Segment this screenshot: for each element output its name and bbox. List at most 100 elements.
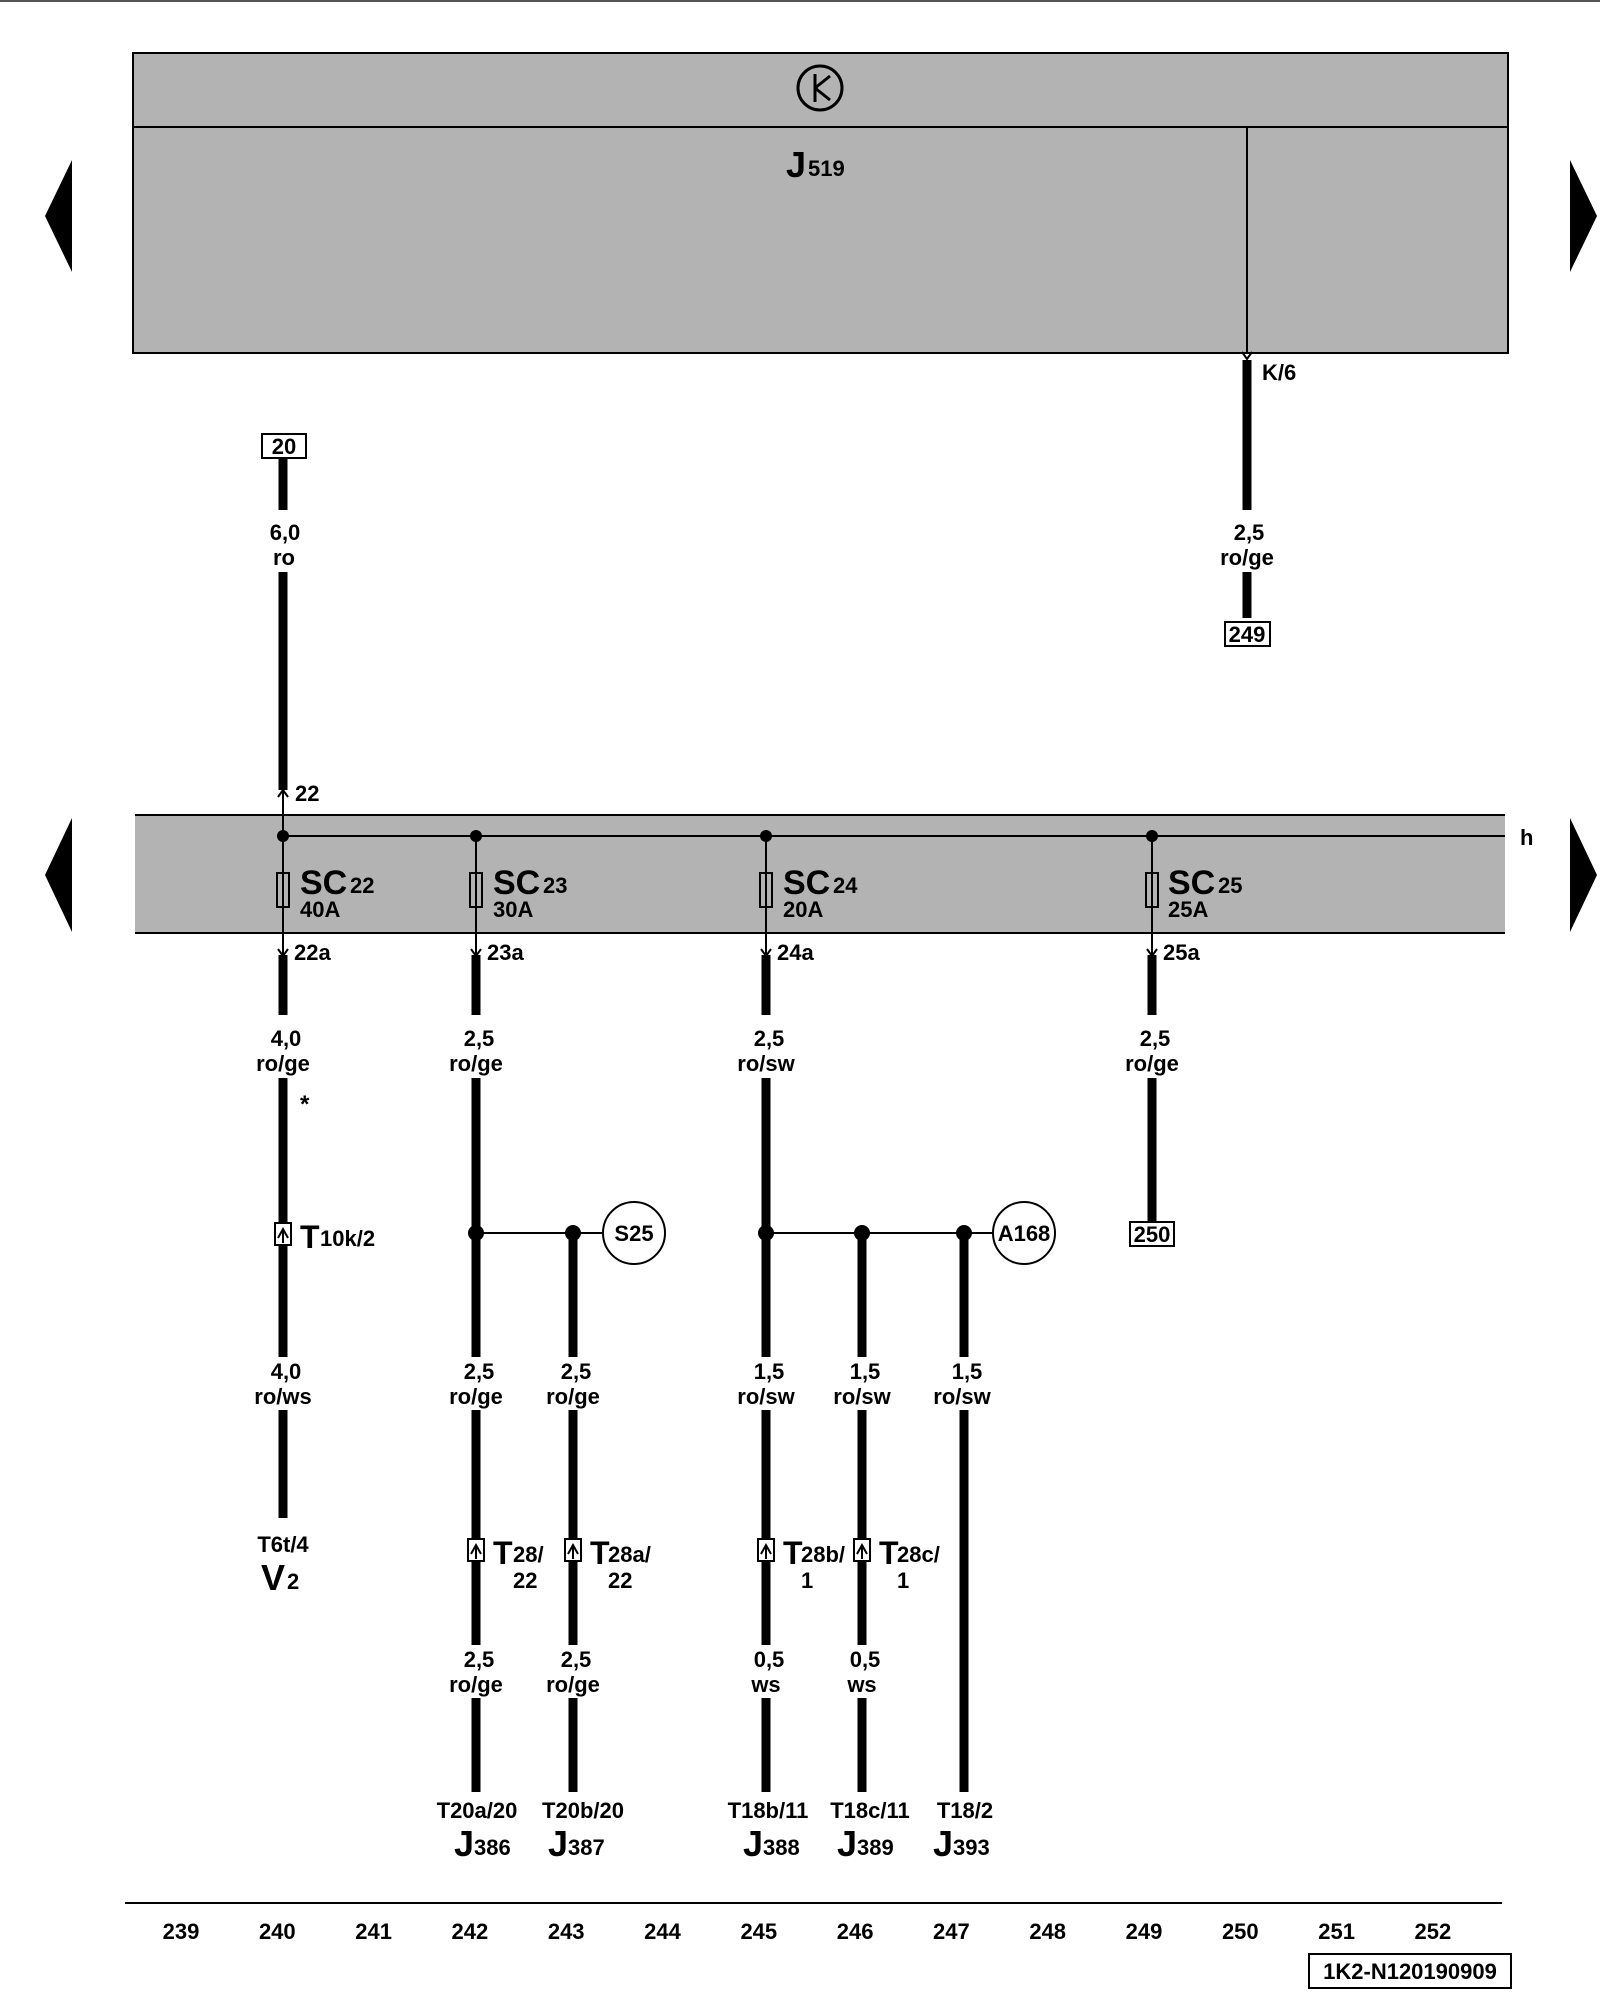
svg-text:ws: ws [750, 1672, 780, 1697]
component-v2[interactable]: T6t/4 V 2 [257, 1532, 309, 1598]
svg-text:A168: A168 [998, 1221, 1051, 1246]
svg-text:T: T [300, 1219, 320, 1255]
connector-t28b: T 28b/ 1 [783, 1535, 845, 1593]
ref-box-249[interactable]: 249 [1224, 621, 1271, 647]
svg-text:250: 250 [1134, 1222, 1171, 1247]
scale-number: 241 [355, 1919, 392, 1944]
svg-text:1K2-N120190909: 1K2-N120190909 [1323, 1959, 1497, 1984]
svg-text:249: 249 [1229, 622, 1266, 647]
wire-set [278, 360, 1252, 1792]
wire-labels: 6,0 ro 2,5 ro/ge 4,0 ro/ge 4,0 ro/ws 2,5… [254, 520, 1274, 1697]
fuse-rating: 25A [1168, 897, 1208, 922]
svg-text:ro/sw: ro/sw [933, 1384, 991, 1409]
page-next-arrow-top[interactable] [1570, 160, 1597, 272]
svg-text:1,5: 1,5 [952, 1359, 983, 1384]
page-prev-arrow-top[interactable] [45, 160, 72, 272]
scale-number: 247 [933, 1919, 970, 1944]
svg-text:10k/2: 10k/2 [320, 1226, 375, 1251]
svg-text:2,5: 2,5 [561, 1359, 592, 1384]
fuse-name: SC [493, 864, 540, 902]
svg-text:393: 393 [953, 1835, 990, 1860]
svg-text:388: 388 [763, 1835, 800, 1860]
pin-arrows [277, 351, 1253, 958]
svg-text:S25: S25 [614, 1221, 653, 1246]
splice-s25[interactable]: S25 [602, 1201, 666, 1265]
svg-text:1,5: 1,5 [754, 1359, 785, 1384]
fuse-name: SC [300, 864, 347, 902]
scale-number: 240 [259, 1919, 296, 1944]
svg-text:T20b/20: T20b/20 [542, 1798, 624, 1823]
scale-number: 248 [1029, 1919, 1066, 1944]
fuse-box-input-pin: 22 [295, 781, 319, 806]
svg-text:T18c/11: T18c/11 [830, 1798, 910, 1823]
component-j388[interactable]: T18b/11 J 388 [728, 1798, 809, 1864]
connector-t28c: T 28c/ 1 [879, 1535, 940, 1593]
svg-text:389: 389 [857, 1835, 894, 1860]
svg-text:ro/sw: ro/sw [737, 1384, 795, 1409]
component-j387[interactable]: T20b/20 J 387 [542, 1798, 624, 1864]
scale-number: 251 [1318, 1919, 1355, 1944]
fuse-sc25: SC 25 25A 25a [1163, 864, 1242, 965]
fuse-symbols [276, 872, 1159, 908]
fuse-number: 24 [833, 873, 858, 898]
splice-a168[interactable]: A168 [992, 1201, 1056, 1265]
rail-label: h [1520, 825, 1533, 850]
svg-text:28c/: 28c/ [897, 1542, 940, 1567]
document-code: 1K2-N120190909 [1308, 1953, 1512, 1989]
ref-box-20[interactable]: 20 [261, 433, 307, 459]
svg-text:28a/: 28a/ [608, 1542, 651, 1567]
scale-number: 250 [1222, 1919, 1259, 1944]
svg-text:ro/ge: ro/ge [449, 1672, 503, 1697]
svg-text:2: 2 [287, 1569, 299, 1594]
thin-wires [282, 790, 1153, 1234]
svg-text:J: J [743, 1823, 763, 1864]
component-j389[interactable]: T18c/11 J 389 [830, 1798, 910, 1864]
svg-text:T20a/20: T20a/20 [437, 1798, 518, 1823]
svg-text:386: 386 [474, 1835, 511, 1860]
scale-number: 239 [163, 1919, 200, 1944]
svg-text:2,5: 2,5 [561, 1647, 592, 1672]
scale-number: 242 [452, 1919, 489, 1944]
component-j393[interactable]: T18/2 J 393 [933, 1798, 993, 1864]
svg-text:1: 1 [801, 1568, 813, 1593]
svg-text:V: V [261, 1557, 285, 1598]
connector-t28: T 28/ 22 [493, 1535, 544, 1593]
svg-text:T: T [879, 1535, 899, 1571]
scale-number: 245 [740, 1919, 777, 1944]
svg-text:J: J [548, 1823, 568, 1864]
svg-text:ro: ro [273, 545, 295, 570]
fuse-rating: 30A [493, 897, 533, 922]
svg-text:T6t/4: T6t/4 [257, 1532, 309, 1557]
svg-text:T18b/11: T18b/11 [728, 1798, 809, 1823]
svg-text:ro/ge: ro/ge [256, 1051, 310, 1076]
svg-text:4,0: 4,0 [271, 1359, 302, 1384]
svg-text:22: 22 [608, 1568, 632, 1593]
svg-text:T: T [590, 1535, 610, 1571]
svg-text:1,5: 1,5 [850, 1359, 881, 1384]
svg-text:ro/ge: ro/ge [1220, 545, 1274, 570]
fuse-sc22: SC 22 40A 22a [294, 864, 374, 965]
page-next-arrow-bottom[interactable] [1570, 818, 1597, 932]
fuse-number: 23 [543, 873, 567, 898]
svg-text:ro/sw: ro/sw [737, 1051, 795, 1076]
fuse-rating: 20A [783, 897, 823, 922]
svg-text:28/: 28/ [513, 1542, 544, 1567]
svg-text:J: J [933, 1823, 953, 1864]
fuse-rating: 40A [300, 897, 340, 922]
svg-text:ro/ws: ro/ws [254, 1384, 311, 1409]
connector-symbols [274, 1222, 871, 1562]
svg-text:ro/sw: ro/sw [833, 1384, 891, 1409]
scale-number: 244 [644, 1919, 681, 1944]
ref-box-250[interactable]: 250 [1129, 1221, 1175, 1247]
fuse-name: SC [783, 864, 830, 902]
svg-text:J: J [454, 1823, 474, 1864]
component-j386[interactable]: T20a/20 J 386 [437, 1798, 518, 1864]
fuse-number: 22 [350, 873, 374, 898]
svg-text:ro/ge: ro/ge [449, 1384, 503, 1409]
connector-t10k: T 10k/2 [300, 1219, 375, 1255]
page-prev-arrow-bottom[interactable] [45, 818, 72, 932]
junction-dots [277, 830, 1158, 1241]
fuse-sc24: SC 24 20A 24a [777, 864, 858, 965]
